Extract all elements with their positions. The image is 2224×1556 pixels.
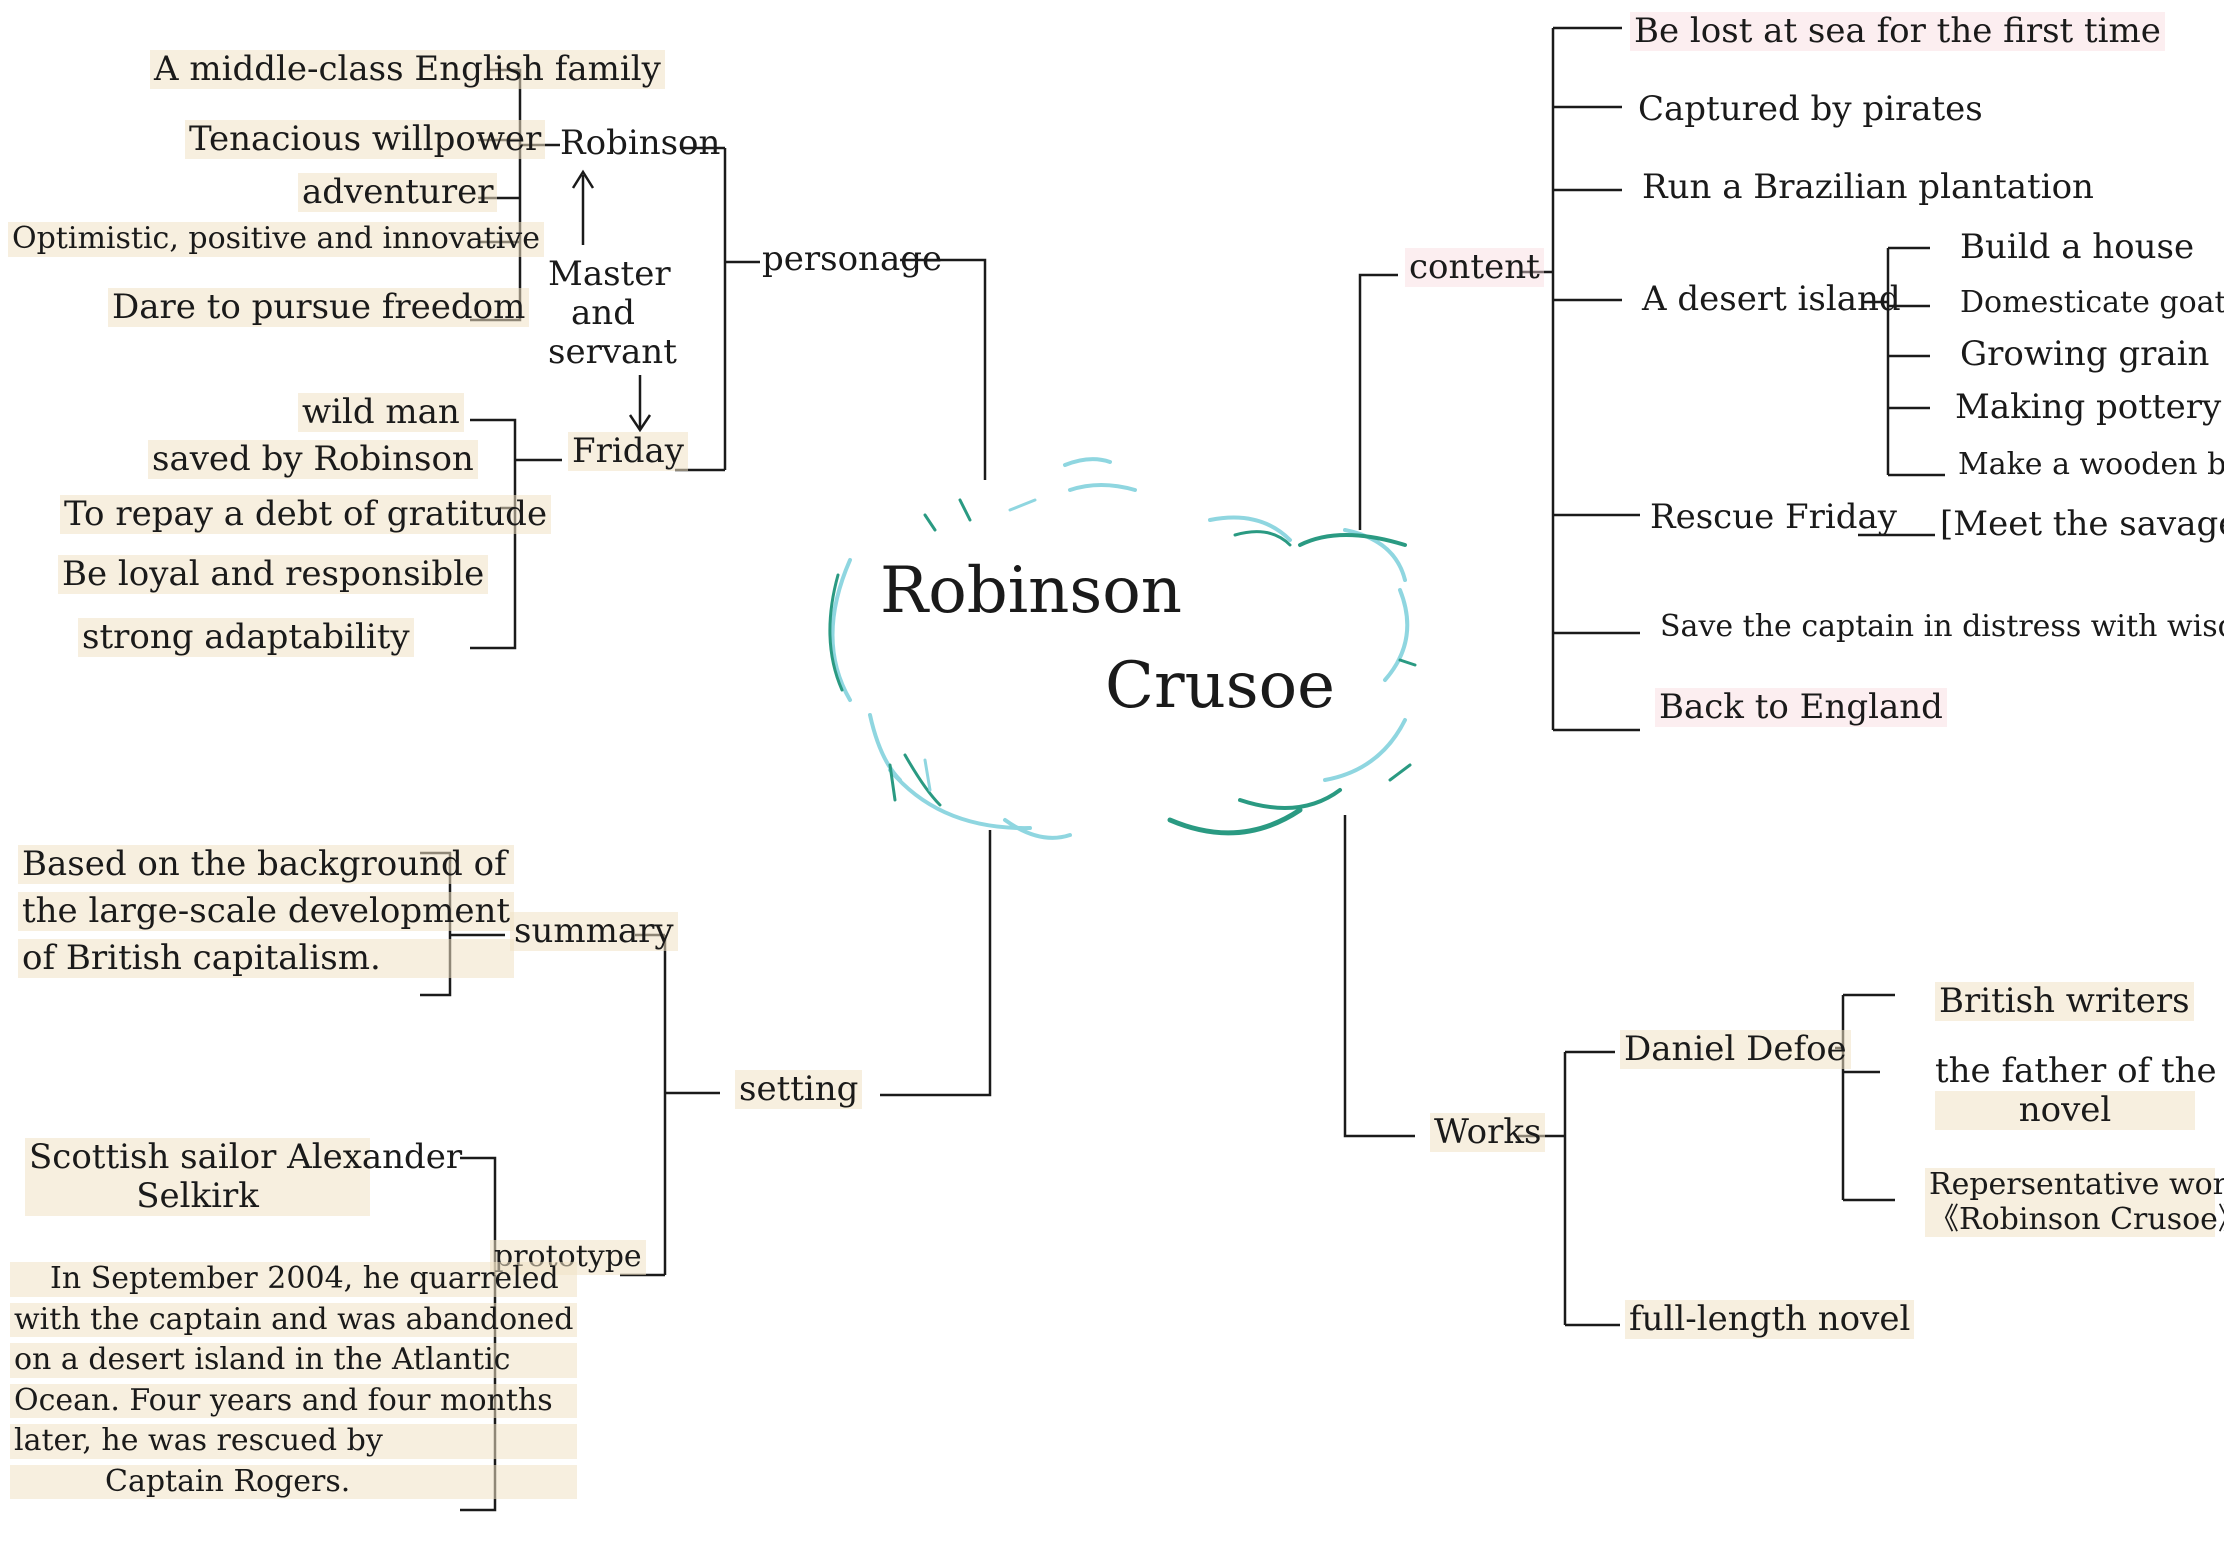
prototype-story: In September 2004, he quarreled with the…	[10, 1261, 578, 1499]
content-item: A desert island	[1642, 279, 1901, 319]
prototype-name-line: Scottish sailor Alexander	[25, 1137, 462, 1178]
rescue-subitem-label: Meet the savages	[1953, 504, 2224, 544]
central-topic-line1: Robinson	[880, 554, 1182, 628]
prototype-name-line: Selkirk	[25, 1176, 370, 1217]
prototype-story-line: Captain Rogers.	[10, 1464, 578, 1499]
relation-line1: Master	[548, 254, 671, 294]
author-item-line: novel	[1935, 1090, 2195, 1131]
central-cloud	[828, 457, 1417, 840]
island-item: Making pottery	[1955, 387, 2222, 427]
content-item: Save the captain in distress with wisdom	[1660, 609, 2224, 644]
central-topic-line2: Crusoe	[1105, 649, 1336, 723]
content-item: Back to England	[1655, 687, 1947, 728]
summary-line: of British capitalism.	[18, 939, 515, 979]
summary-line: the large-scale development	[18, 891, 515, 932]
content-item: Captured by pirates	[1638, 89, 1983, 129]
prototype-name: Scottish sailor Alexander Selkirk	[25, 1137, 462, 1217]
summary-text: Based on the background of the large-sca…	[18, 844, 515, 979]
author-node: Daniel Defoe	[1620, 1029, 1851, 1070]
author-item-father: the father of the novel	[1935, 1051, 2217, 1131]
friday-trait: To repay a debt of gratitude	[60, 494, 552, 535]
friday-trait: Be loyal and responsible	[58, 554, 489, 595]
relation-line3: servant	[548, 332, 677, 373]
personage-node: personage	[762, 239, 943, 279]
genre-node: full-length novel	[1625, 1299, 1915, 1340]
friday-node-label: Friday	[568, 431, 688, 472]
friday-trait: saved by Robinson	[148, 439, 478, 480]
island-item: Domesticate goats	[1960, 285, 2224, 320]
relation-line2: and	[571, 293, 635, 334]
friday-trait: wild man	[298, 392, 464, 433]
island-item: Growing grain	[1960, 334, 2210, 374]
island-item: Make a wooden boat	[1958, 447, 2224, 482]
prototype-story-line: on a desert island in the Atlantic	[10, 1342, 578, 1378]
setting-node: setting	[735, 1069, 863, 1110]
connector-lines	[420, 26, 1945, 1512]
rescue-subitem: [Meet the savages	[1940, 504, 2224, 544]
author-item-line: 《Robinson Crusoe》	[1925, 1202, 2224, 1237]
robinson-trait: A middle-class English family	[150, 49, 665, 90]
content-item: Rescue Friday	[1650, 497, 1897, 537]
content-item: Be lost at sea for the first time	[1630, 11, 2165, 52]
content-item: Run a Brazilian plantation	[1642, 167, 2094, 207]
prototype-story-line: Ocean. Four years and four months	[10, 1383, 578, 1418]
robinson-trait: Tenacious willpower	[185, 119, 546, 160]
prototype-story-line: In September 2004, he quarreled	[10, 1261, 578, 1297]
summary-line: Based on the background of	[18, 844, 515, 885]
author-item-line: the father of the	[1935, 1051, 2217, 1091]
author-item: British writers	[1935, 981, 2194, 1022]
author-item-line: Repersentative work	[1925, 1167, 2224, 1203]
works-node: Works	[1430, 1112, 1546, 1153]
prototype-story-line: with the captain and was abandoned	[10, 1302, 578, 1337]
friday-trait: strong adaptability	[78, 617, 414, 658]
content-node: content	[1405, 247, 1544, 288]
author-item-work: Repersentative work 《Robinson Crusoe》	[1925, 1167, 2224, 1237]
robinson-trait: Dare to pursue freedom	[108, 287, 530, 328]
relation-label: Master and servant	[548, 254, 677, 373]
bracket-glyph: [	[1940, 504, 1954, 544]
island-item: Build a house	[1960, 227, 2195, 267]
prototype-story-line: later, he was rescued by	[10, 1423, 578, 1459]
robinson-trait: Optimistic, positive and innovative	[8, 221, 544, 257]
robinson-trait: adventurer	[298, 172, 498, 213]
summary-node: summary	[510, 911, 678, 952]
robinson-node: Robinson	[560, 123, 721, 163]
